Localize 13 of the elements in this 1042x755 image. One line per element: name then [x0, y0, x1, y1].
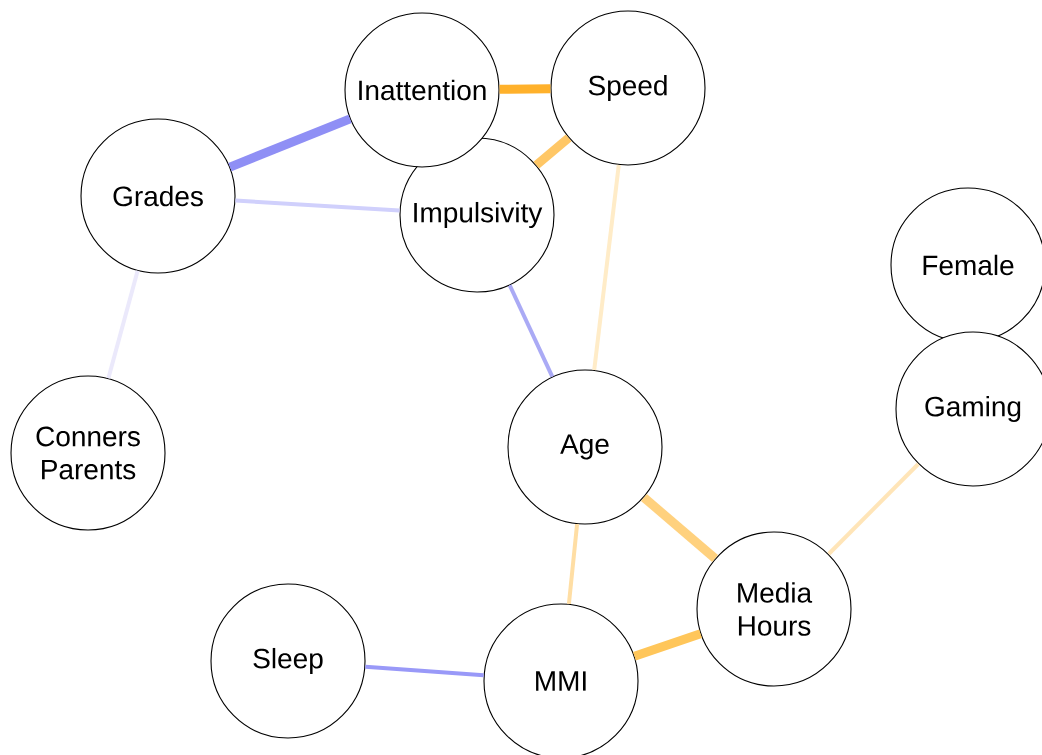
edge-line	[499, 84, 551, 94]
edge-line	[507, 284, 555, 378]
edge-line	[235, 198, 400, 213]
edge-line	[228, 114, 352, 172]
node-label: Gaming	[925, 395, 1021, 423]
edge-line	[633, 629, 702, 661]
edge-line	[106, 270, 140, 379]
edge-line	[365, 664, 484, 678]
edge-line	[566, 523, 580, 605]
edge-line	[592, 164, 621, 371]
edge-line	[533, 134, 572, 169]
edge-line	[827, 462, 920, 556]
edge-line	[640, 494, 719, 562]
